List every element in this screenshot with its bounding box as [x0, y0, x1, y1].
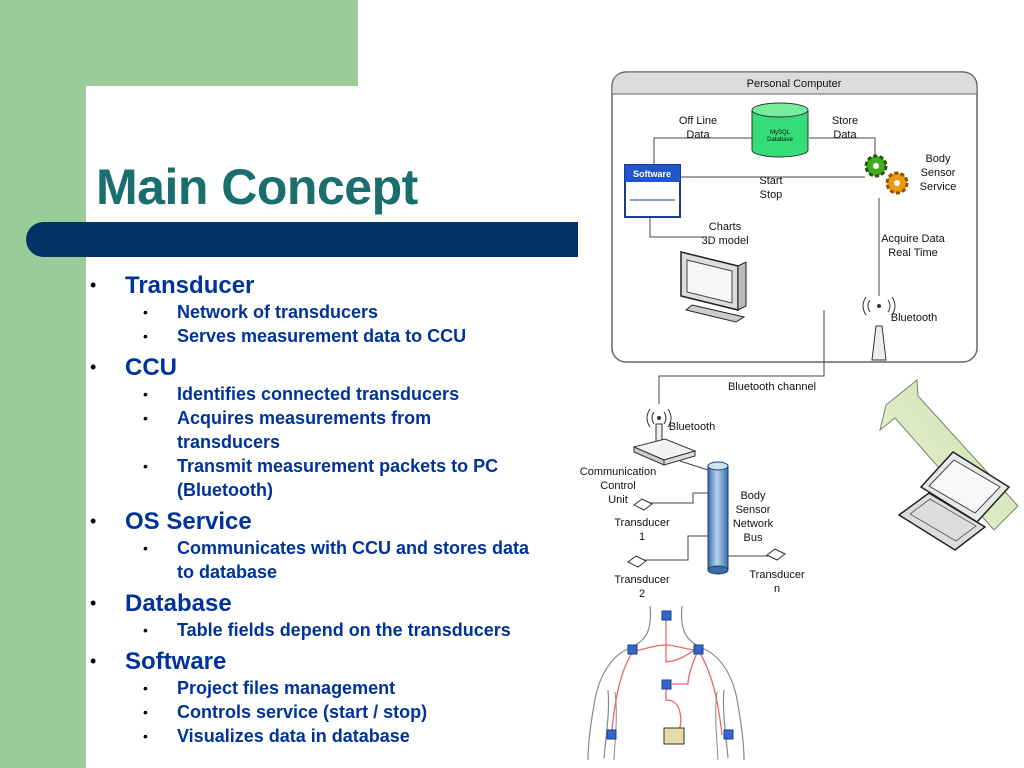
network-bus-icon: [707, 461, 729, 575]
sub-bullet-text: Serves measurement data to CCU: [177, 326, 467, 346]
rounded-corner: [86, 86, 246, 246]
sub-bullet-dot: •: [143, 728, 148, 744]
bus-label-line1: Body: [740, 490, 766, 502]
bus-connectors: [642, 460, 770, 561]
transducer-n-icon: [766, 548, 786, 561]
sub-bullet-dot: •: [143, 304, 148, 320]
ccu-device-icon: [632, 408, 697, 466]
sub-bullet-text: Acquires measurements from: [177, 408, 432, 428]
slide-title: Main Concept: [96, 159, 418, 215]
sub-bullet-text: Identifies connected transducers: [177, 384, 460, 404]
transducern-label-line1: Transducer: [749, 569, 805, 581]
software-label: Software: [633, 169, 671, 179]
transducer-2-icon: [627, 555, 647, 568]
sub-bullet-text: Controls service (start / stop): [177, 702, 428, 722]
bullet-database: Database: [125, 590, 232, 617]
offline-data-line1: Off Line: [679, 115, 717, 127]
store-data-line2: Data: [833, 129, 857, 141]
sub-bullet-dot: •: [143, 680, 148, 696]
service-gears-icon: [864, 154, 909, 195]
transducer2-label-line1: Transducer: [614, 574, 670, 586]
start-label: Start: [759, 175, 782, 187]
bullet-dot: •: [90, 593, 97, 613]
ccu-label-line3: Unit: [608, 494, 628, 506]
charts-label-line2: 3D model: [701, 235, 748, 247]
transducer2-label-line2: 2: [639, 588, 645, 600]
charts-label-line1: Charts: [709, 221, 742, 233]
title-underline-bar: [26, 222, 578, 257]
sub-bullet-dot: •: [143, 622, 148, 638]
mysql-database-icon: MySQL Database: [751, 102, 809, 158]
service-label-line3: Service: [920, 181, 957, 193]
sub-bullet-text: Visualizes data in database: [177, 726, 410, 746]
sub-bullet-text: Transmit measurement packets to PC: [177, 456, 499, 476]
bus-label-line2: Sensor: [736, 504, 771, 516]
pc-connectors: [649, 137, 880, 404]
bullet-dot: •: [90, 511, 97, 531]
bullet-os-service: OS Service: [125, 508, 252, 535]
offline-data-line2: Data: [686, 129, 710, 141]
sub-bullet-text: Project files management: [177, 678, 396, 698]
transducer-1-icon: [633, 498, 653, 511]
bluetooth-channel-label: Bluetooth channel: [728, 381, 816, 393]
sub-bullet-dot: •: [143, 410, 148, 426]
sub-bullet-text: Network of transducers: [177, 302, 379, 322]
transducern-label-line2: n: [774, 583, 780, 595]
sub-bullet-text: Table fields depend on the transducers: [177, 620, 511, 640]
service-label-line1: Body: [925, 153, 951, 165]
store-data-line1: Store: [832, 115, 858, 127]
pc-box-header: [611, 71, 978, 95]
service-label-line2: Sensor: [921, 167, 956, 179]
ccu-label-line1: Communication: [580, 466, 656, 478]
green-top-band: [0, 0, 358, 86]
transducer1-label-line2: 1: [639, 531, 645, 543]
pc-bluetooth-antenna-icon: [862, 296, 896, 361]
db-label-line2: Database: [767, 137, 793, 143]
bullet-dot: •: [90, 357, 97, 377]
pc-title: Personal Computer: [747, 78, 842, 90]
transducer1-label-line1: Transducer: [614, 517, 670, 529]
sub-bullet-dot: •: [143, 540, 148, 556]
sub-bullet-dot: •: [143, 328, 148, 344]
acquire-label-line1: Acquire Data: [881, 233, 945, 245]
sub-bullet-text: to database: [177, 562, 278, 582]
body-sensor-figure: [587, 605, 745, 761]
bus-label-line4: Bus: [744, 532, 763, 544]
software-window-icon: Software: [624, 164, 681, 218]
bullet-dot: •: [90, 651, 97, 671]
sub-bullet-dot: •: [143, 704, 148, 720]
db-label-line1: MySQL: [770, 130, 791, 136]
sub-bullet-dot: •: [143, 458, 148, 474]
ccu-label-line2: Control: [600, 480, 635, 492]
pc-bluetooth-label: Bluetooth: [891, 312, 937, 324]
sub-bullet-dot: •: [143, 386, 148, 402]
laptop-icon: [897, 451, 1011, 551]
monitor-icon: [680, 251, 747, 323]
bullet-ccu: CCU: [125, 354, 177, 381]
sub-bullet-text: (Bluetooth): [177, 480, 273, 500]
bullet-dot: •: [90, 275, 97, 295]
sub-bullet-text: transducers: [177, 432, 281, 452]
stop-label: Stop: [760, 189, 783, 201]
ccu-bluetooth-label: Bluetooth: [669, 421, 715, 433]
sub-bullet-text: Communicates with CCU and stores data: [177, 538, 530, 558]
bullet-transducer: Transducer: [125, 272, 255, 299]
acquire-label-line2: Real Time: [888, 247, 938, 259]
bus-label-line3: Network: [733, 518, 774, 530]
bullet-software: Software: [125, 648, 227, 675]
bullet-list: • Transducer • Network of transducers • Serve…: [90, 272, 530, 746]
green-left-band: [0, 0, 86, 768]
